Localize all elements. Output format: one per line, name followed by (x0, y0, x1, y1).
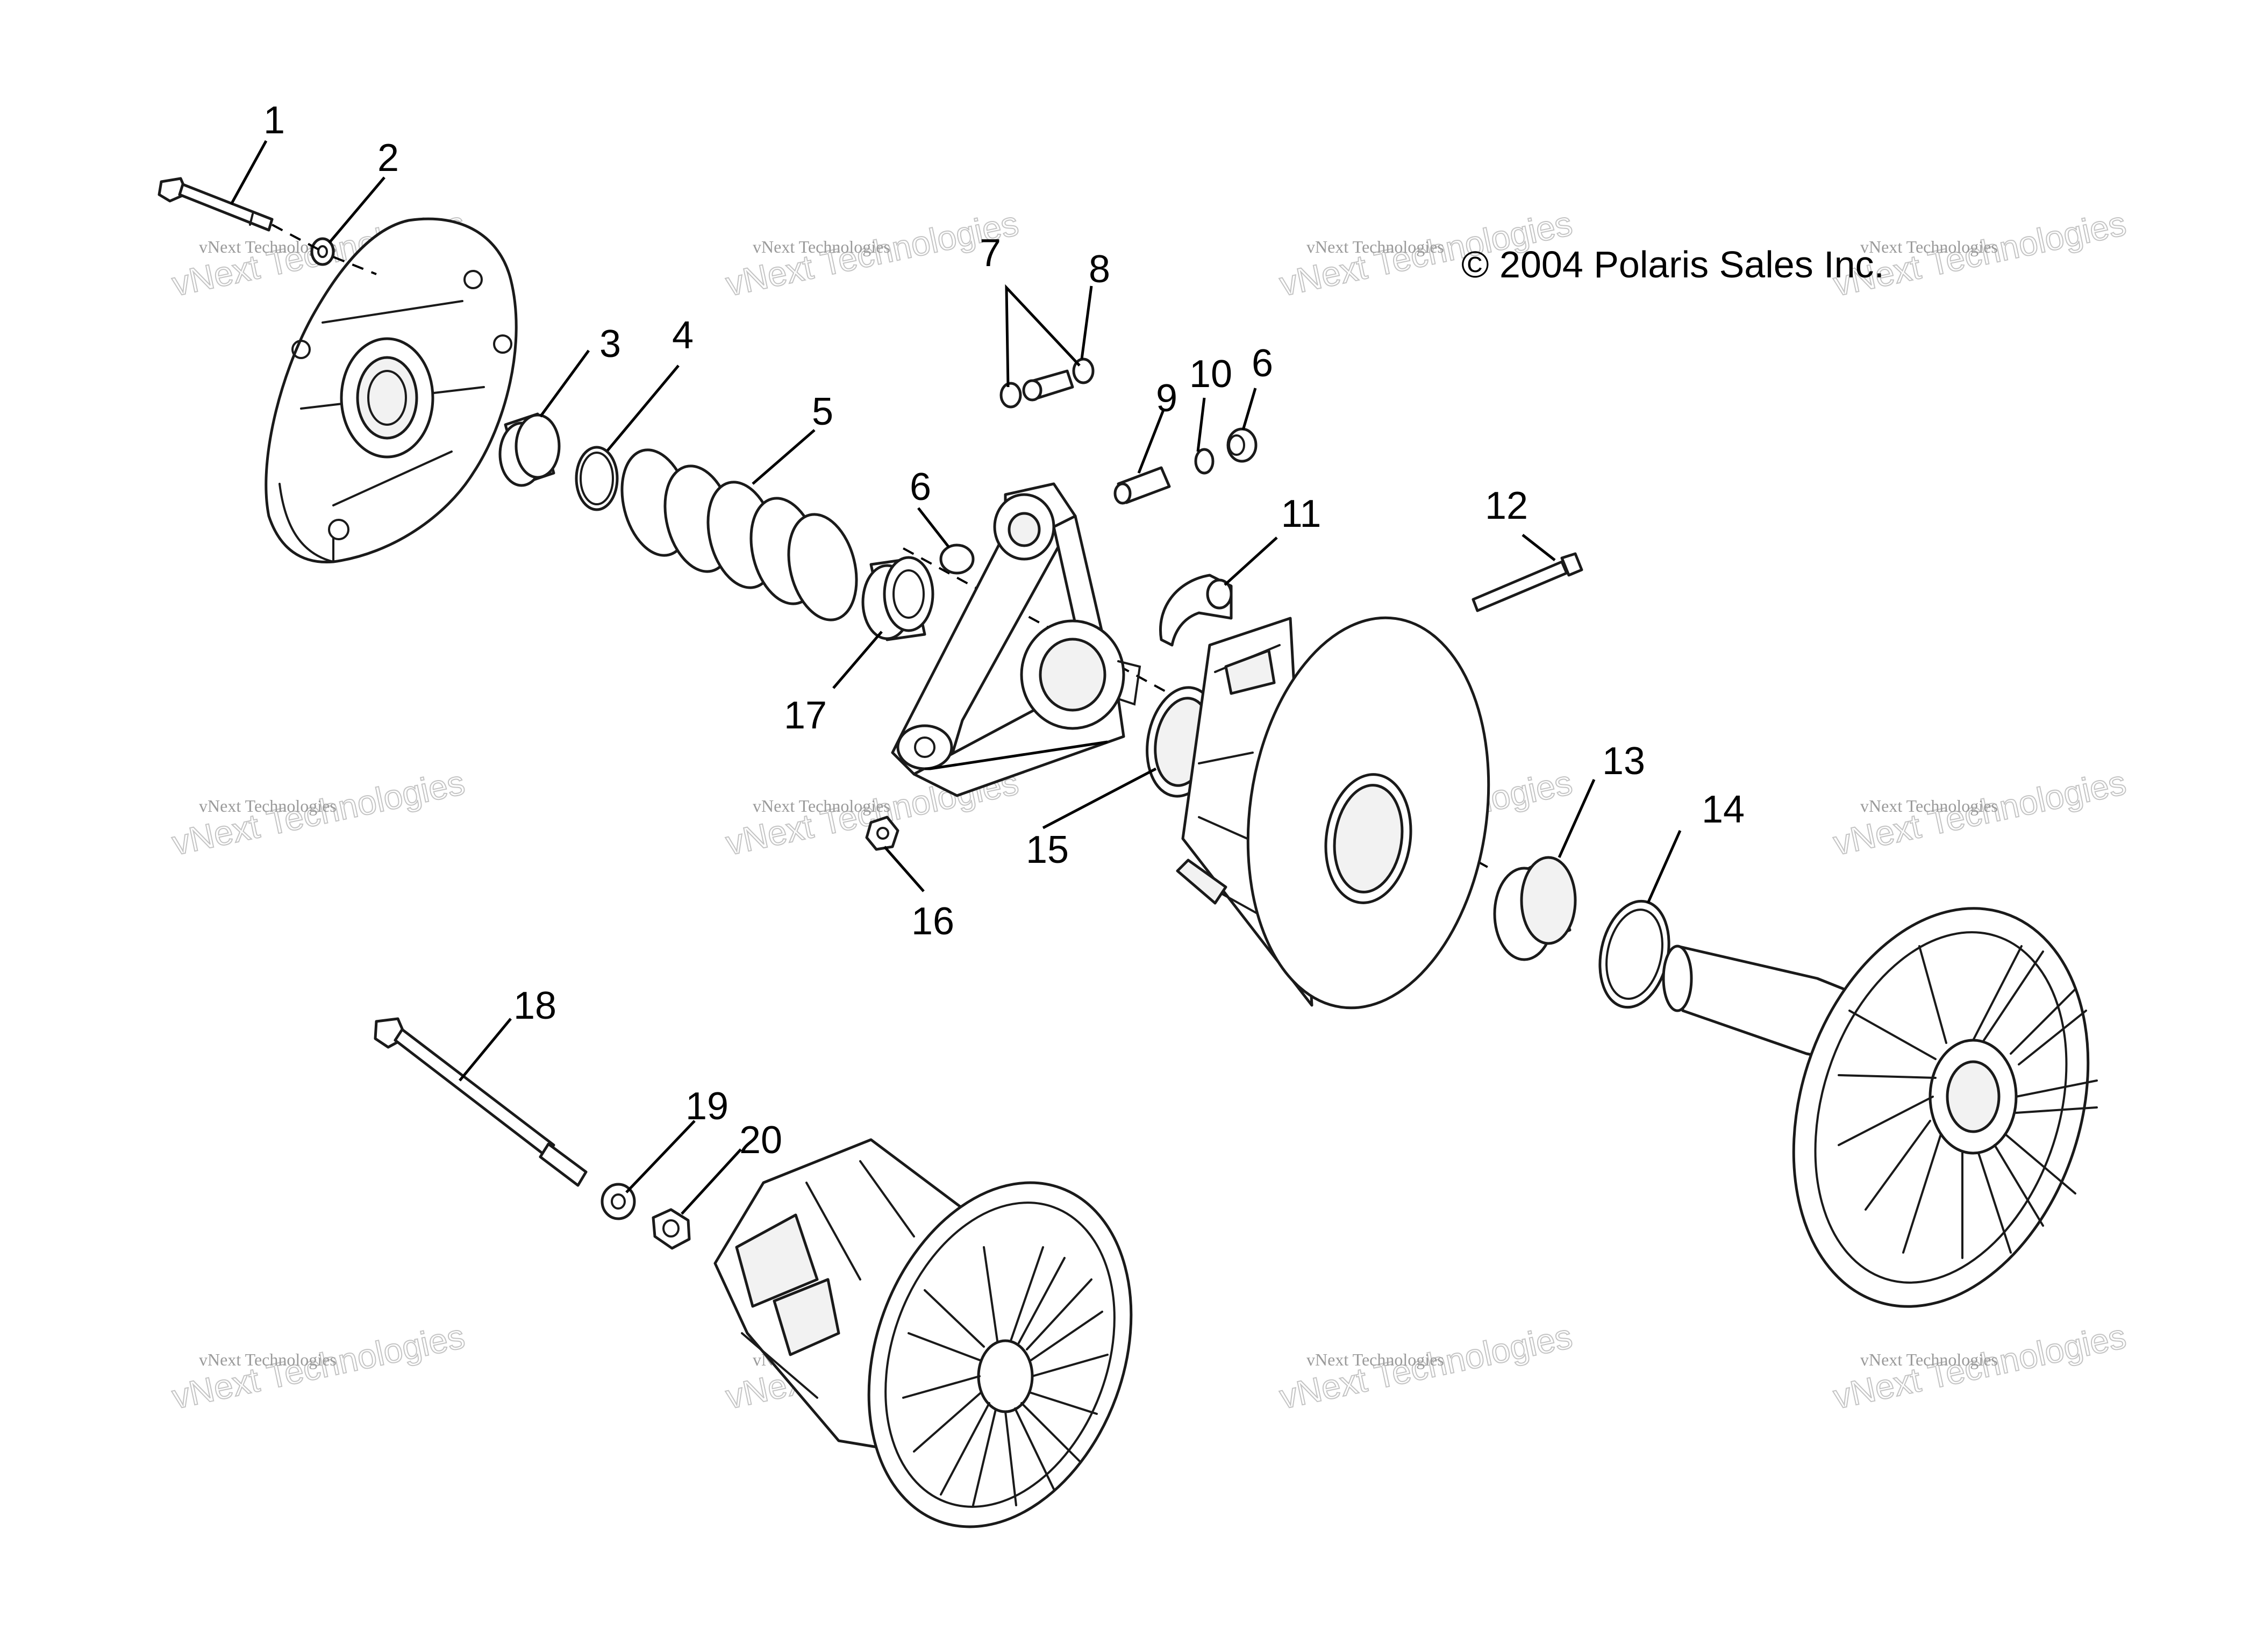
callout-13: 13 (1602, 740, 1645, 783)
callout-1: 1 (263, 99, 285, 142)
callout-9: 9 (1156, 377, 1177, 420)
part-4-snap-ring (575, 446, 619, 511)
part-17-bushing (861, 556, 934, 641)
callout-8: 8 (1089, 248, 1110, 291)
assembled-clutch (713, 1138, 1133, 1528)
watermark-small-text: vNext Technologies (1860, 1350, 1998, 1369)
part-3-bushing (498, 412, 561, 487)
spider (891, 482, 1141, 797)
callout-11: 11 (1281, 492, 1322, 535)
part-13-bushing (1493, 856, 1577, 961)
callout-4: 4 (672, 314, 694, 357)
watermark-small-text: vNext Technologies (1860, 796, 1998, 816)
watermark-small-text: vNext Technologies (1860, 237, 1998, 256)
callout-16: 16 (911, 900, 954, 943)
watermark-small-text: vNext Technologies (1306, 1350, 1444, 1369)
callout-19: 19 (685, 1085, 728, 1128)
callout-3: 3 (599, 323, 621, 366)
callout-18: 18 (513, 984, 556, 1027)
part-1-bolt (158, 177, 274, 232)
callout-7: 7 (980, 232, 1001, 275)
callout-labels: 1 2 3 4 5 6 6 7 8 9 10 11 12 13 14 15 16… (263, 99, 1745, 1162)
leader-lines (230, 140, 1682, 1215)
callout-17: 17 (784, 694, 827, 737)
part-12-bolt (1472, 552, 1583, 612)
callout-2: 2 (377, 137, 399, 180)
part-10-washer (1194, 448, 1215, 475)
part-20-nut (652, 1208, 691, 1250)
copyright-notice: © 2004 Polaris Sales Inc. (1461, 244, 1884, 285)
part-9-pin (1113, 466, 1171, 505)
part-19-washer (601, 1183, 636, 1220)
watermark-small-text: vNext Technologies (199, 796, 337, 816)
part-6-roller-left (939, 543, 975, 575)
part-18-bolt (374, 1017, 588, 1187)
callout-20: 20 (739, 1119, 782, 1162)
callout-6-left: 6 (910, 466, 931, 509)
callout-6-right: 6 (1252, 342, 1273, 385)
part-5-spring (620, 448, 858, 621)
part-8-pin (1022, 369, 1074, 402)
part-6-roller-right (1226, 427, 1258, 463)
part-7-o-rings (999, 357, 1095, 409)
callout-15: 15 (1026, 828, 1069, 871)
part-16-nut (865, 816, 899, 851)
callout-5: 5 (812, 390, 833, 433)
callout-14: 14 (1702, 788, 1745, 831)
callout-10: 10 (1189, 353, 1232, 396)
part-11-weight (1159, 574, 1233, 647)
watermark-small-text: vNext Technologies (199, 1350, 337, 1369)
watermark-small-text: vNext Technologies (753, 796, 890, 816)
watermark-small-text: vNext Technologies (1306, 237, 1444, 256)
callout-12: 12 (1485, 484, 1528, 527)
part-2-washer (310, 237, 335, 266)
fixed-sheave (1662, 907, 2098, 1308)
watermark-small-text: vNext Technologies (753, 237, 890, 256)
moveable-sheave (1176, 616, 1490, 1010)
cover-plate (265, 217, 518, 564)
